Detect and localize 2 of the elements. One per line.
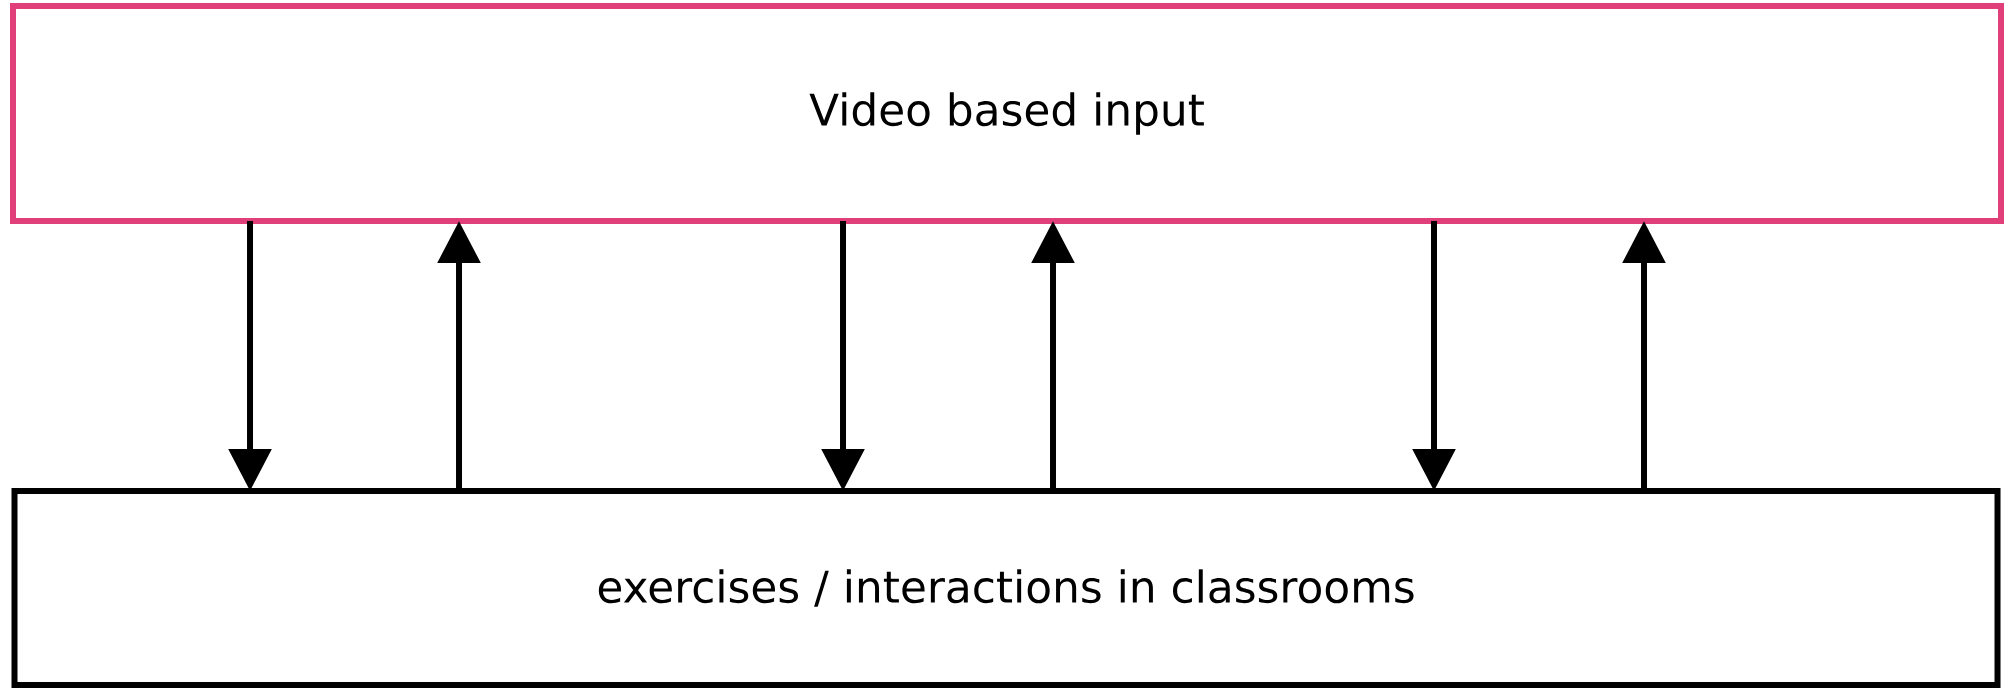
process-box: Video based input — [10, 3, 2004, 224]
process-box: exercises / interactions in classrooms — [11, 488, 2001, 688]
